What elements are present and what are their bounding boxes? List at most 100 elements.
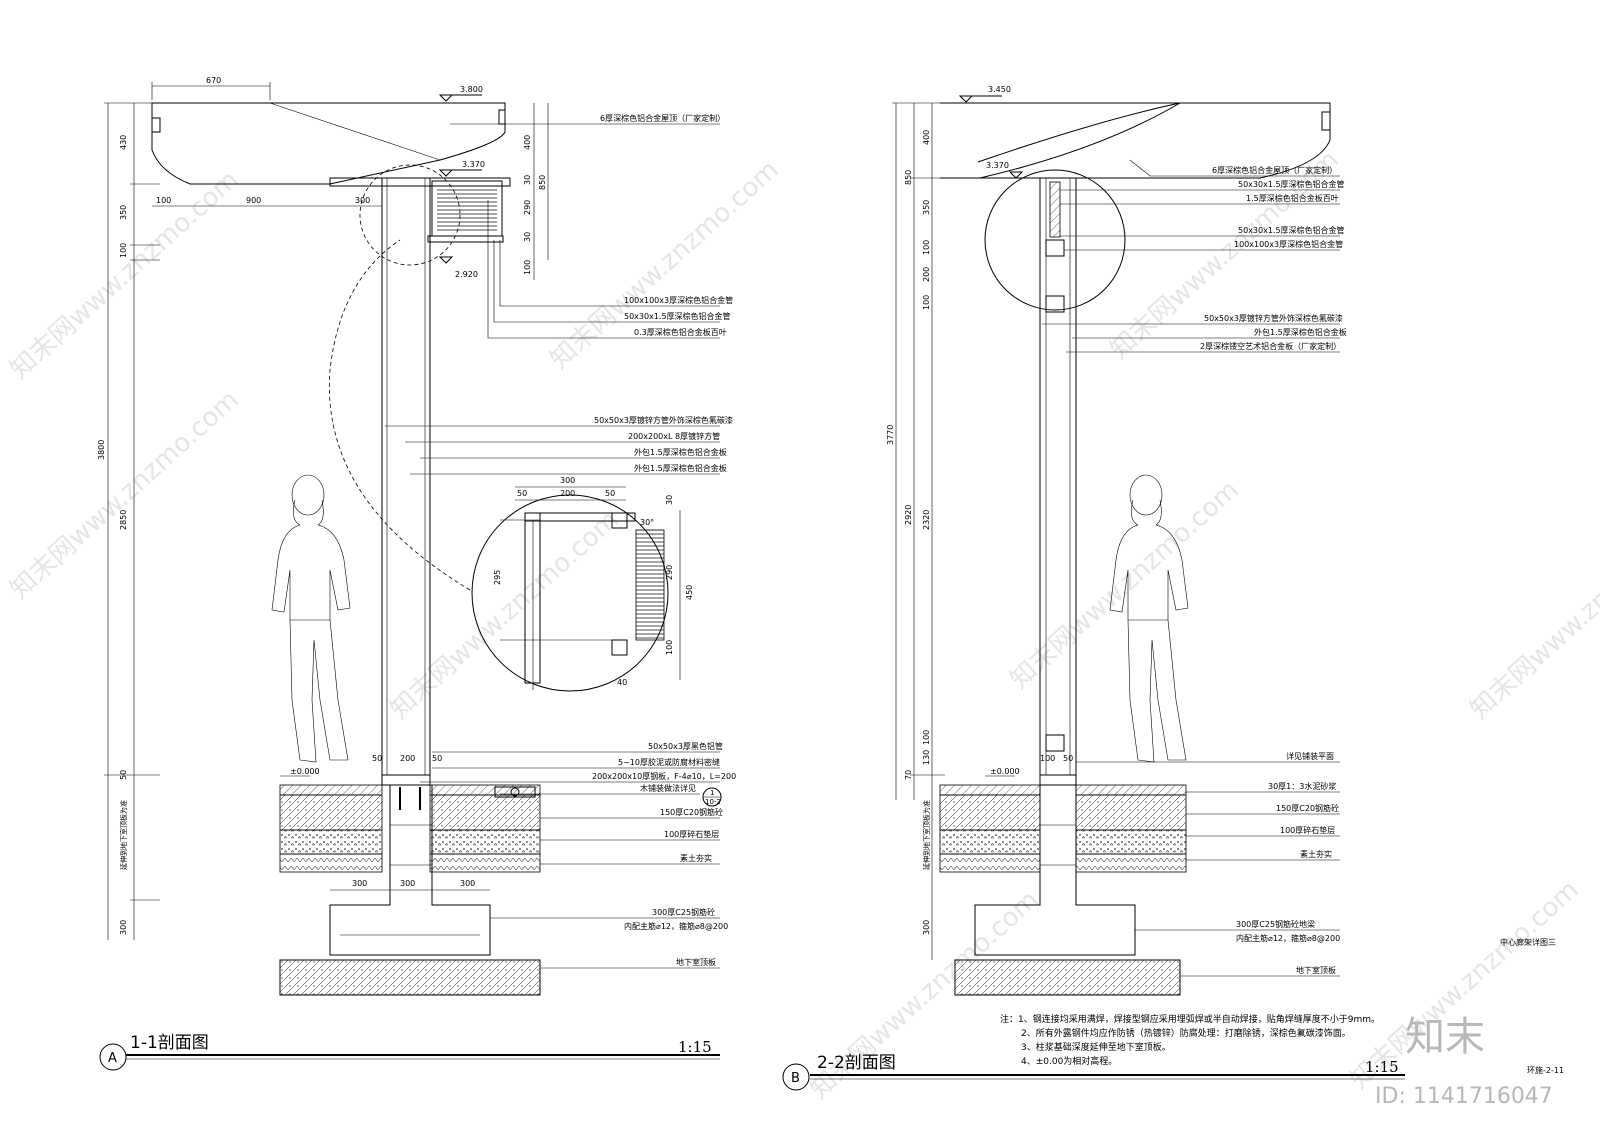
callout-label: 地下室顶板 — [676, 957, 716, 967]
svg-text:200: 200 — [560, 489, 575, 498]
callout-label: 1.5厚深棕色铝合金板百叶 — [1246, 193, 1339, 203]
svg-text:30: 30 — [665, 495, 674, 505]
callout-label: 300厚C25钢筋砼地梁 — [1236, 919, 1315, 929]
callout-label: 50x30x1.5厚深棕色铝合金管 — [1238, 179, 1345, 189]
elev-ground: ±0.000 — [990, 767, 1020, 776]
callout-label: 50x30x1.5厚深棕色铝合金管 — [1238, 225, 1345, 235]
svg-text:50: 50 — [605, 489, 615, 498]
vertical-note: 延伸到地下室顶板为准 — [119, 800, 128, 870]
svg-text:50: 50 — [1063, 754, 1073, 763]
callout-label: 素土夯实 — [680, 853, 712, 863]
svg-text:4、±0.00为相对高程。: 4、±0.00为相对高程。 — [1021, 1055, 1117, 1067]
svg-text:50: 50 — [517, 489, 527, 498]
callout-label: 50x50x3厚黑色铝管 — [648, 741, 723, 751]
svg-text:295: 295 — [493, 570, 502, 585]
svg-text:2320: 2320 — [922, 510, 931, 530]
callout-label: 150厚C20钢筋砼 — [1276, 803, 1339, 813]
callout-label: 详见铺装平面 — [1286, 751, 1334, 761]
watermark: 知末网www.znzmo.com — [545, 155, 785, 375]
svg-text:300: 300 — [400, 879, 415, 888]
detail-circle — [471, 494, 669, 692]
id-watermark: ID: 1141716047 — [1375, 1084, 1553, 1109]
svg-text:40: 40 — [617, 678, 627, 687]
svg-text:B: B — [791, 1071, 800, 1086]
elev-top: 3.800 — [460, 85, 483, 94]
callout-group-bottom-a: 50x50x3厚黑色铝管 5~10厚胶泥或防腐材料密缝 200x200x10厚钢… — [420, 741, 736, 969]
section-title: 2-2剖面图 — [817, 1053, 896, 1073]
callout-label: 50x50x3厚镀锌方管外饰深棕色氟碳漆 — [594, 415, 733, 425]
vertical-note: 延伸到地下室顶板为准 — [922, 800, 931, 870]
svg-text:100: 100 — [523, 260, 532, 275]
svg-text:290: 290 — [665, 565, 674, 580]
callout-group-bottom-b: 详见铺装平面 30厚1：3水泥砂浆 150厚C20钢筋砼 100厚碎石垫层 素土… — [1076, 751, 1340, 977]
svg-text:50: 50 — [372, 754, 382, 763]
svg-text:350: 350 — [922, 200, 931, 215]
watermark-layer: 知末网www.znzmo.com 知末网www.znzmo.com 知末网www… — [5, 145, 1600, 1105]
callout-group-top-b: 6厚深棕色铝合金屋顶（厂家定制） 50x30x1.5厚深棕色铝合金管 1.5厚深… — [1042, 159, 1347, 353]
callout-label: 外包1.5厚深棕色铝合金板 — [1254, 327, 1347, 337]
svg-text:1: 1 — [710, 789, 714, 797]
svg-text:30: 30 — [523, 232, 532, 242]
svg-text:430: 430 — [119, 135, 128, 150]
svg-text:2850: 2850 — [119, 510, 128, 530]
svg-text:300: 300 — [460, 879, 475, 888]
elev-louver: 2.920 — [455, 270, 478, 279]
elev-beam: 3.370 — [986, 161, 1009, 170]
svg-text:70: 70 — [904, 770, 913, 780]
foundation — [329, 785, 491, 956]
section-scale: 1:15 — [1365, 1058, 1399, 1076]
svg-text:30: 30 — [523, 175, 532, 185]
foundation — [974, 785, 1136, 956]
svg-text:注：1、钢连接均采用满焊，焊接型钢应采用埋弧焊或半自动焊接，: 注：1、钢连接均采用满焊，焊接型钢应采用埋弧焊或半自动焊接，贴角焊缝厚度不小于9… — [1000, 1013, 1380, 1025]
watermark: 知末网www.znzmo.com — [5, 165, 245, 385]
column — [1039, 177, 1077, 776]
svg-text:130: 130 — [922, 750, 931, 765]
callout-label: 木铺装做法详见 — [640, 783, 696, 793]
svg-text:100: 100 — [922, 295, 931, 310]
elev-ground: ±0.000 — [290, 767, 320, 776]
watermark: 知末网www.znzmo.com — [1005, 475, 1245, 695]
section-title: 1-1剖面图 — [130, 1033, 209, 1053]
dim-top: 670 — [206, 76, 221, 85]
svg-text:400: 400 — [922, 130, 931, 145]
svg-text:350: 350 — [119, 205, 128, 220]
callout-label: 0.3厚深棕色铝合金板百叶 — [634, 327, 727, 337]
callout-label: 外包1.5厚深棕色铝合金板 — [634, 463, 727, 473]
callout-label: 50x30x1.5厚深棕色铝合金管 — [624, 311, 731, 321]
svg-text:2、所有外露钢件均应作防锈（热镀锌）防腐处理：打磨除锈，深棕: 2、所有外露钢件均应作防锈（热镀锌）防腐处理：打磨除锈，深棕色氟碳漆饰面。 — [1021, 1027, 1351, 1039]
callout-label: 素土夯实 — [1300, 849, 1332, 859]
svg-text:100: 100 — [922, 730, 931, 745]
roof-canopy — [151, 102, 506, 185]
callout-label: 6厚深棕色铝合金屋顶（厂家定制） — [1212, 165, 1337, 175]
svg-text:3、柱浆基础深度延伸至地下室顶板。: 3、柱浆基础深度延伸至地下室顶板。 — [1021, 1041, 1171, 1053]
watermark: 知末网www.znzmo.com — [385, 505, 625, 725]
callout-label: 100x100x3厚深棕色铝合金管 — [1234, 239, 1343, 249]
svg-text:100: 100 — [1040, 754, 1055, 763]
sheet-title: 中心廊架详图三 — [1500, 937, 1556, 947]
svg-text:100: 100 — [156, 196, 171, 205]
section-2-2: 3.450 3.370 ±0.000 400 850 350 100 200 1… — [782, 85, 1564, 1091]
svg-text:3800: 3800 — [97, 440, 106, 460]
section-1-1: 300 50 200 50 30 295 290 450 100 40 30° … — [97, 76, 736, 1071]
svg-text:100: 100 — [922, 240, 931, 255]
callout-label: 200x200x10厚钢板，F-4⌀10，L=200 — [592, 771, 736, 781]
svg-text:300: 300 — [922, 920, 931, 935]
svg-text:850: 850 — [538, 175, 547, 190]
detail-dim: 300 — [560, 476, 575, 485]
callout-label: 100x100x3厚深棕色铝合金管 — [624, 295, 733, 305]
svg-text:10-2: 10-2 — [705, 798, 721, 806]
callout-label: 50x50x3厚镀锌方管外饰深棕色氟碳漆 — [1204, 313, 1343, 323]
elev-beam: 3.370 — [462, 160, 485, 169]
callout-label: 外包1.5厚深棕色铝合金板 — [634, 447, 727, 457]
svg-text:850: 850 — [904, 170, 913, 185]
callout-label: 内配主筋⌀12，箍筋⌀8@200 — [1236, 933, 1340, 943]
watermark: 知末网www.znzmo.com — [5, 385, 245, 605]
svg-text:50: 50 — [432, 754, 442, 763]
svg-text:300: 300 — [352, 879, 367, 888]
callout-label: 2厚深棕镂空艺术铝合金板（厂家定制） — [1200, 341, 1341, 351]
svg-text:100: 100 — [119, 243, 128, 258]
callout-label: 30厚1：3水泥砂浆 — [1268, 781, 1336, 791]
sheet-number: 环施-2-11 — [1527, 1065, 1564, 1075]
svg-text:450: 450 — [685, 585, 694, 600]
callout-label: 100厚碎石垫层 — [1280, 825, 1335, 835]
